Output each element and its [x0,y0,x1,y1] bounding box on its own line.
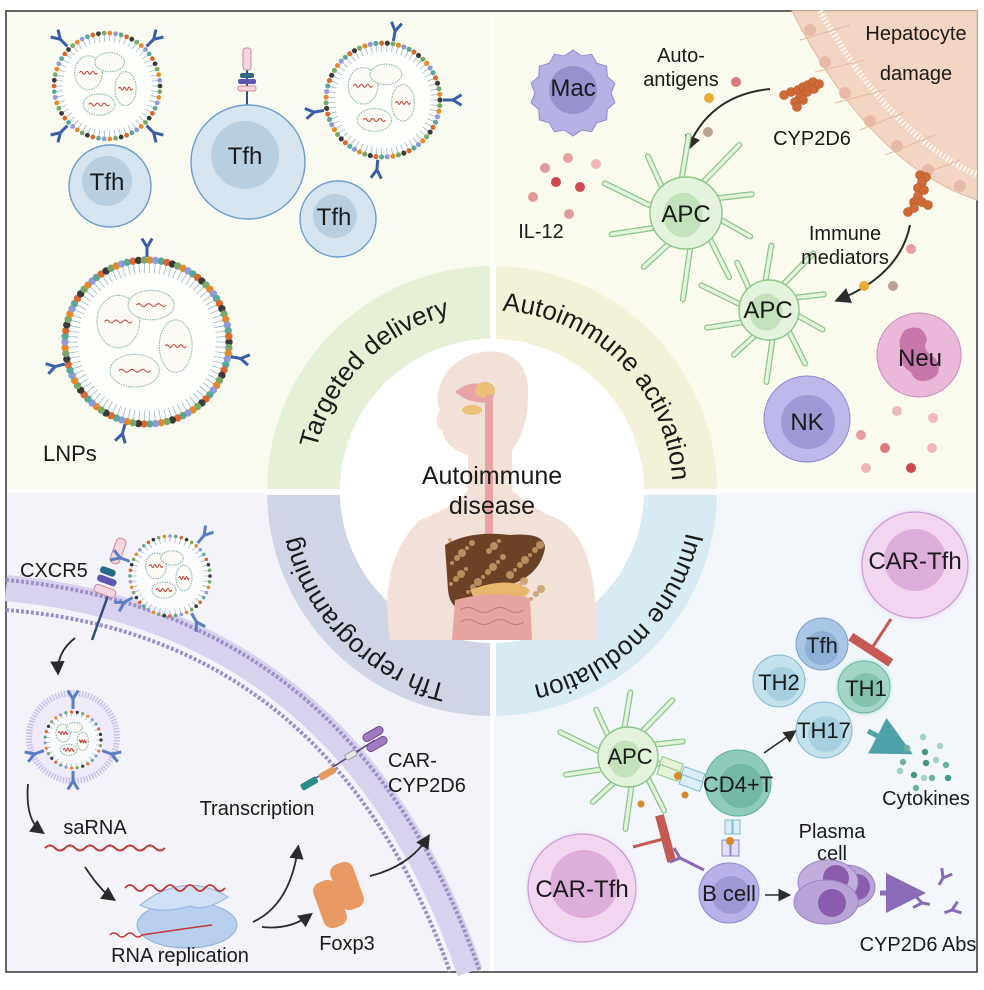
tfh-cell: Tfh [300,181,376,257]
tfh-cell-label: Tfh [228,143,263,170]
th17-label: TH17 [797,718,851,743]
car-tfh-cell: CAR-Tfh [857,507,973,623]
foxp3-label: Foxp3 [319,933,375,955]
car-tfh-label: CAR-Tfh [868,548,961,575]
car-tfh-cell: CAR-Tfh [524,830,640,946]
hepatocyte-label-1: Hepatocyte [865,23,966,45]
cyp2d6-label: CYP2D6 [773,128,851,150]
cxcr5-label: CXCR5 [20,560,88,582]
hepatocyte-label-2: damage [880,63,952,85]
tfh-label: Tfh [806,633,838,658]
car-tfh-label: CAR-Tfh [535,876,628,903]
tfh-cell: Tfh [69,145,151,227]
center-title-line2: disease [449,492,535,520]
cytokines-label: Cytokines [882,788,970,810]
th1-cell: TH1 [834,657,894,717]
nk-label: NK [790,409,823,436]
auto-antigens-label-2: antigens [643,69,719,91]
neu-label: Neu [898,345,942,372]
immune-mediators-label-1: Immune [809,223,881,245]
neutrophil-cell: Neu [877,313,961,397]
apc-label: APC [607,744,652,769]
antigen-dot [638,801,645,808]
nk-cell: NK [764,376,850,462]
car-cyp2d6-label-2: CYP2D6 [388,775,466,797]
tfh-subset-cell: Tfh [796,618,848,670]
mac-label: Mac [550,75,595,102]
antigen-dot [682,792,689,799]
center-title-line1: Autoimmune [422,462,562,490]
apc-label: APC [661,201,710,228]
th1-label: TH1 [845,676,887,701]
tfh-cell-label: Tfh [90,169,125,196]
lnps-label: LNPs [43,441,97,466]
immune-mediators-label-2: mediators [801,247,889,269]
car-cyp2d6-label-1: CAR- [388,750,437,772]
cyp2d6-abs-label: CYP2D6 Abs [860,934,977,956]
b-cell-label: B cell [702,881,756,906]
plasma-cell-label-1: Plasma [799,821,867,843]
th2-cell: TH2 [753,655,805,707]
cd4t-label: CD4+T [703,772,773,797]
th17-cell: TH17 [796,702,852,758]
auto-antigens-label-1: Auto- [657,45,705,67]
transcription-label: Transcription [200,798,315,820]
tfh-cell-label: Tfh [317,204,352,231]
apc-label: APC [743,297,792,324]
th2-label: TH2 [758,670,800,695]
sarna-label: saRNA [63,817,127,839]
il12-label: IL-12 [518,221,564,243]
rna-replication-label: RNA replication [111,945,249,967]
